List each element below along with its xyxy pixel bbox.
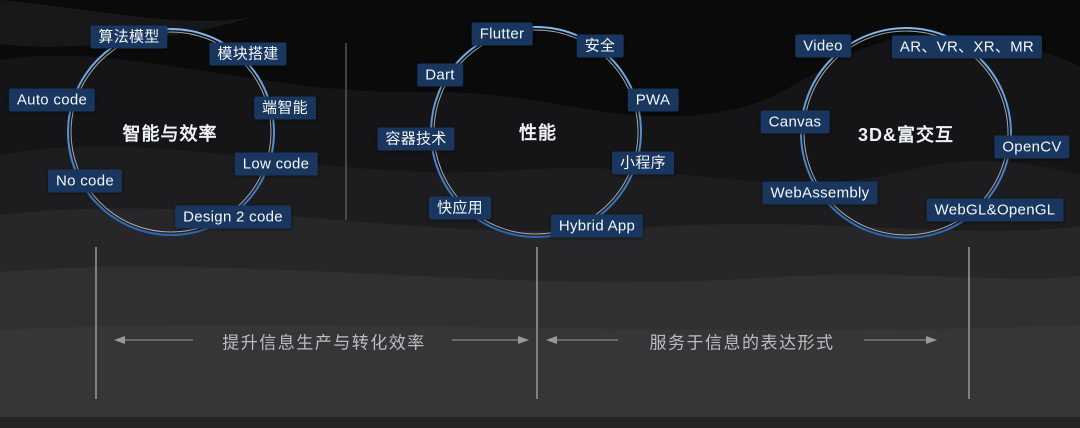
tag-ar-vr-xr-mr: AR、VR、XR、MR bbox=[891, 35, 1043, 59]
tag-module-building: 模块搭建 bbox=[209, 42, 287, 66]
arrow-right-icon bbox=[452, 336, 529, 344]
bracket-label-left: 提升信息生产与转化效率 bbox=[222, 333, 426, 353]
tag-security: 安全 bbox=[576, 34, 624, 58]
bracket-vertical-lines bbox=[95, 247, 970, 399]
cluster-title-performance: 性能 bbox=[519, 123, 557, 143]
cluster-title-3d-rich-interaction: 3D&富交互 bbox=[857, 125, 955, 145]
tag-design2code: Design 2 code bbox=[175, 205, 291, 229]
cluster-title-intelligence-efficiency: 智能与效率 bbox=[122, 124, 218, 144]
tag-flutter: Flutter bbox=[471, 22, 533, 46]
cluster-ring-intelligence bbox=[67, 28, 275, 236]
arrow-left-icon bbox=[114, 336, 193, 344]
tag-opencv: OpenCV bbox=[994, 135, 1070, 159]
arrow-left-icon bbox=[546, 336, 618, 344]
tag-algorithm-model: 算法模型 bbox=[90, 25, 168, 49]
bracket-label-right: 服务于信息的表达形式 bbox=[649, 333, 835, 353]
tag-container-tech: 容器技术 bbox=[377, 127, 455, 151]
tag-pwa: PWA bbox=[627, 88, 679, 112]
tag-low-code: Low code bbox=[234, 152, 318, 176]
arrow-right-icon bbox=[864, 336, 937, 344]
tag-video: Video bbox=[795, 34, 851, 58]
bracket-arrows bbox=[114, 336, 937, 344]
tag-auto-code: Auto code bbox=[8, 88, 96, 112]
tag-dart: Dart bbox=[417, 63, 463, 87]
tag-canvas: Canvas bbox=[760, 110, 830, 134]
tag-device-intelligence: 端智能 bbox=[254, 96, 316, 120]
tag-quick-app: 快应用 bbox=[429, 196, 491, 220]
tag-mini-program: 小程序 bbox=[612, 151, 674, 175]
tag-webgl-opengl: WebGL&OpenGL bbox=[926, 198, 1064, 222]
tag-webassembly: WebAssembly bbox=[762, 181, 878, 205]
tag-no-code: No code bbox=[48, 169, 122, 193]
tag-hybrid-app: Hybrid App bbox=[550, 214, 644, 238]
